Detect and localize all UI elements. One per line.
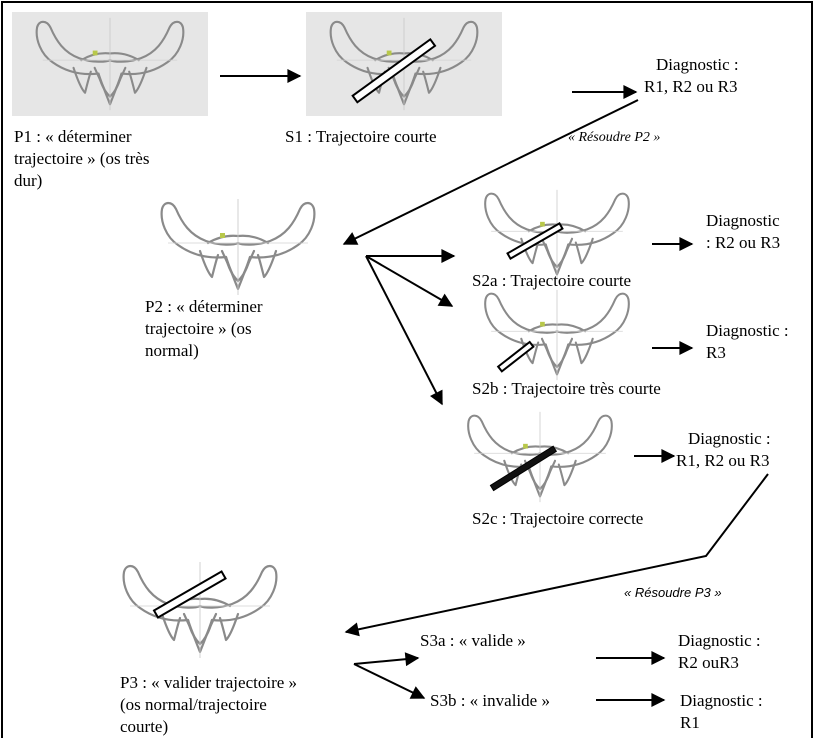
arrow-resoudre-p3 xyxy=(346,474,768,632)
diagnostic-s2a-line2: : R2 ou R3 xyxy=(706,232,780,253)
diagnostic-s2b-line1: Diagnostic : xyxy=(706,320,789,341)
diagnostic-s3b-line2: R1 xyxy=(680,712,700,733)
diagnostic-s2b-line2: R3 xyxy=(706,342,726,363)
caption-p3-line1: P3 : « valider trajectoire » xyxy=(120,672,297,693)
caption-p1-line1: P1 : « déterminer xyxy=(14,126,132,147)
caption-p1-line2: trajectoire » (os très xyxy=(14,148,149,169)
diagnostic-s2a-line1: Diagnostic xyxy=(706,210,780,231)
caption-s2b: S2b : Trajectoire très courte xyxy=(472,378,661,399)
caption-p2-line3: normal) xyxy=(145,340,199,361)
diagnostic-s1-line2: R1, R2 ou R3 xyxy=(644,76,738,97)
diagnostic-s1-line1: Diagnostic : xyxy=(656,54,739,75)
diagnostic-s2c-line2: R1, R2 ou R3 xyxy=(676,450,770,471)
arrow-resoudre-p2 xyxy=(344,100,638,244)
annotation-resoudre-p3: « Résoudre P3 » xyxy=(624,585,722,600)
caption-p3-line3: courte) xyxy=(120,716,168,737)
arrow-p3-s3b xyxy=(354,664,424,698)
caption-s2a: S2a : Trajectoire courte xyxy=(472,270,631,291)
caption-p2-line1: P2 : « déterminer xyxy=(145,296,263,317)
diagnostic-s3b-line1: Diagnostic : xyxy=(680,690,763,711)
caption-s1: S1 : Trajectoire courte xyxy=(285,126,437,147)
caption-s3a: S3a : « valide » xyxy=(420,630,526,651)
caption-s3b: S3b : « invalide » xyxy=(430,690,550,711)
caption-p2-line2: trajectoire » (os xyxy=(145,318,252,339)
caption-p3-line2: (os normal/trajectoire xyxy=(120,694,267,715)
diagnostic-s2c-line1: Diagnostic : xyxy=(688,428,771,449)
annotation-resoudre-p2: « Résoudre P2 » xyxy=(568,130,660,146)
caption-s2c: S2c : Trajectoire correcte xyxy=(472,508,643,529)
diagnostic-s3a-line2: R2 ouR3 xyxy=(678,652,739,673)
diagnostic-s3a-line1: Diagnostic : xyxy=(678,630,761,651)
arrow-p3-s3a xyxy=(354,658,418,664)
caption-p1-line3: dur) xyxy=(14,170,42,191)
